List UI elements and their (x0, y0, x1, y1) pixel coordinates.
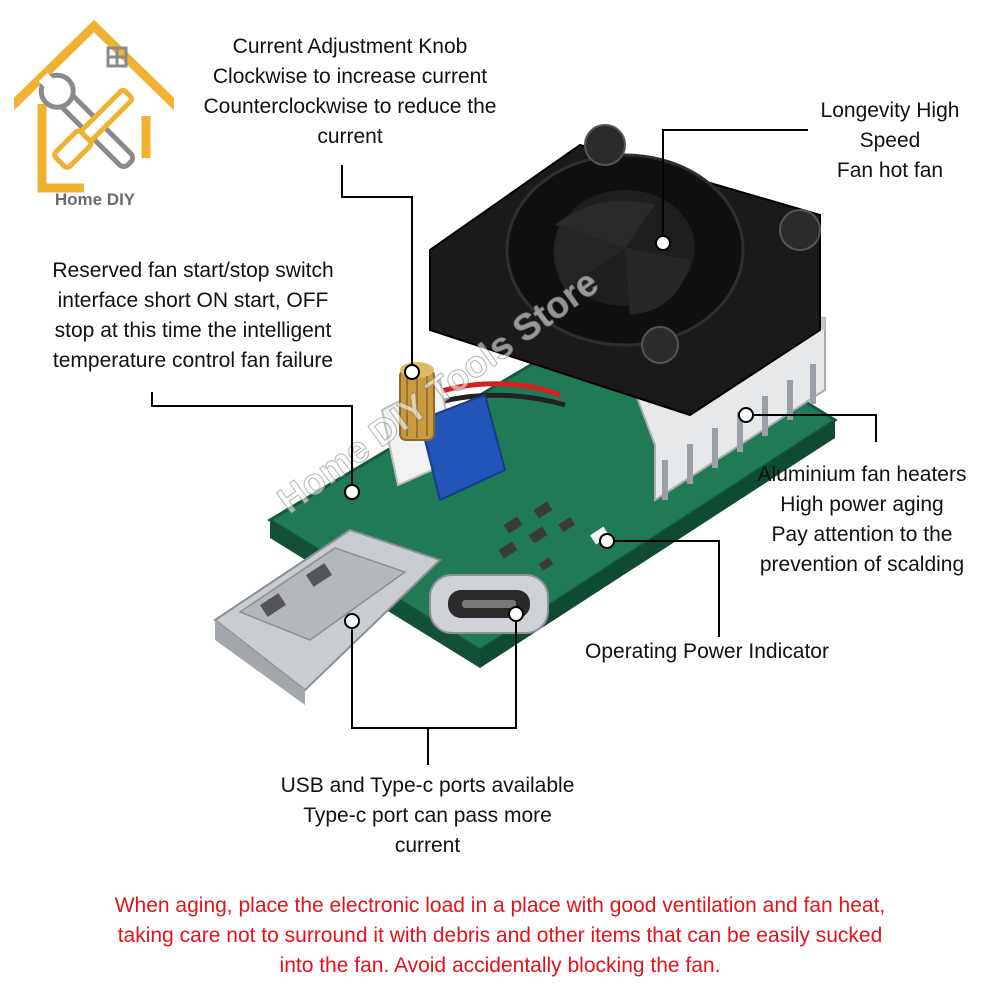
fan-callout: Longevity High Speed Fan hot fan (790, 96, 990, 186)
warning-line: into the fan. Avoid accidentally blockin… (279, 954, 721, 977)
ports-callout: USB and Type-c ports available Type-c po… (250, 771, 605, 861)
heatsink-callout-line: High power aging (780, 493, 944, 516)
power-leader (607, 540, 720, 637)
knob-callout-line: Clockwise to increase current (212, 65, 488, 88)
switch-callout-line: interface short ON start, OFF (57, 289, 329, 312)
knob-callout: Current Adjustment Knob Clockwise to inc… (170, 32, 530, 152)
smd-components (498, 501, 576, 571)
heatsink-leader (746, 414, 877, 442)
switch-leader (151, 392, 353, 492)
switch-dot (344, 484, 360, 500)
fan-dot (655, 235, 671, 251)
switch-callout-line: temperature control fan failure (52, 349, 334, 372)
usb-dot (344, 613, 360, 629)
typec-dot (508, 606, 524, 622)
ventilation-warning: When aging, place the electronic load in… (40, 891, 960, 981)
warning-line: taking care not to surround it with debr… (117, 924, 883, 947)
fan-callout-line: Longevity High (820, 99, 960, 122)
knob-callout-line: Current Adjustment Knob (232, 35, 468, 58)
warning-line: When aging, place the electronic load in… (114, 894, 886, 917)
knob-callout-line: Counterclockwise to reduce the (203, 95, 497, 118)
switch-callout-line: stop at this time the intelligent (54, 319, 332, 342)
heatsink-callout-line: Pay attention to the (771, 523, 953, 546)
heatsink-callout: Aluminium fan heaters High power aging P… (742, 460, 982, 580)
heatsink-callout-line: Aluminium fan heaters (757, 463, 967, 486)
knob-leader (341, 165, 413, 372)
heatsink-callout-line: prevention of scalding (759, 553, 965, 576)
usb-a-plug (213, 528, 442, 705)
ports-callout-line: Type-c port can pass more (303, 804, 552, 827)
ports-callout-line: USB and Type-c ports available (280, 774, 575, 797)
power-callout-line: Operating Power Indicator (585, 640, 829, 663)
knob-callout-line: current (317, 125, 383, 148)
house-tools-icon (6, 19, 182, 193)
knob-dot (404, 364, 420, 380)
cooling-fan (429, 124, 821, 417)
switch-callout: Reserved fan start/stop switch interface… (18, 256, 368, 376)
power-callout: Operating Power Indicator (585, 637, 870, 667)
ports-callout-line: current (394, 834, 461, 857)
fan-callout-line: Speed (859, 129, 921, 152)
switch-callout-line: Reserved fan start/stop switch (52, 259, 334, 282)
power-led (590, 526, 610, 545)
heatsink-dot (738, 407, 754, 423)
ports-leader-typec (428, 614, 517, 729)
fan-callout-line: Fan hot fan (836, 159, 944, 182)
logo-text: Home DIY (54, 190, 136, 209)
potentiometer (418, 393, 507, 502)
ports-leader-usb (351, 621, 429, 765)
power-dot (599, 533, 615, 549)
brand-logo (6, 8, 182, 218)
fan-leader (662, 129, 808, 243)
